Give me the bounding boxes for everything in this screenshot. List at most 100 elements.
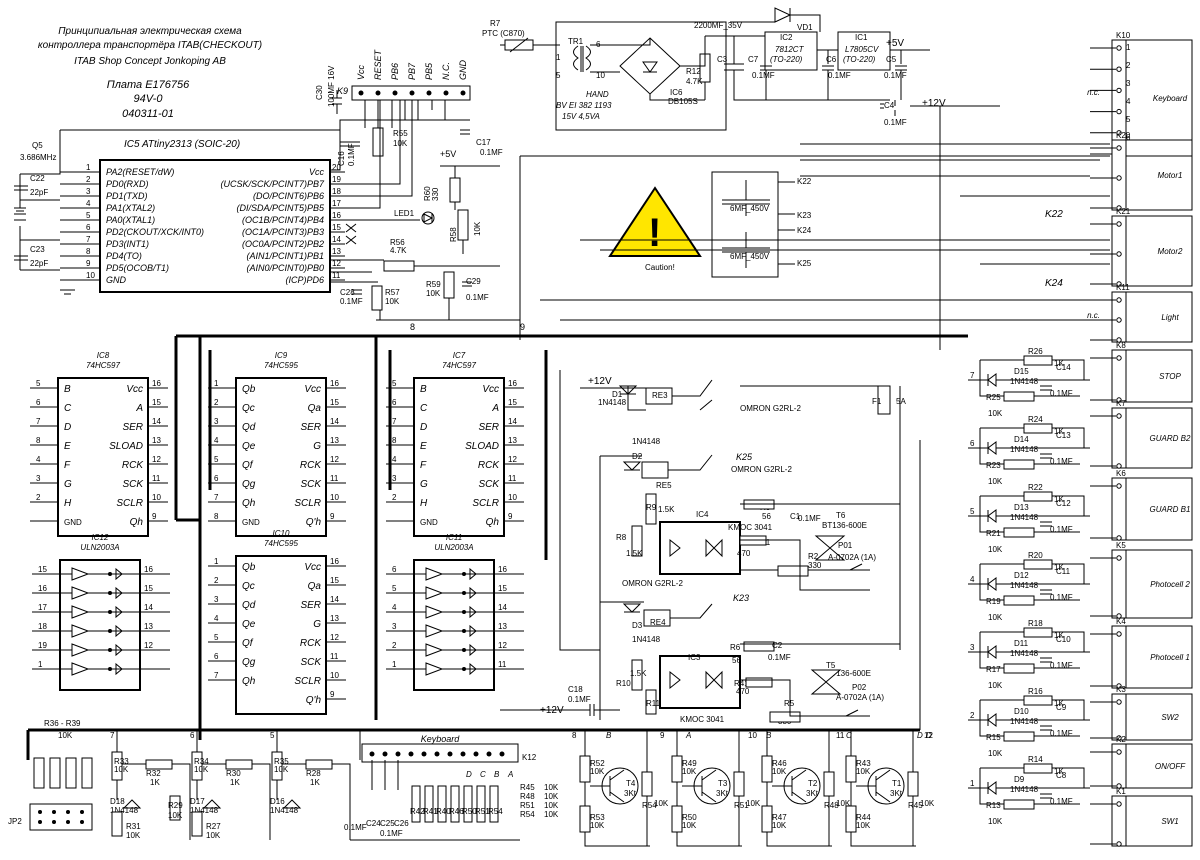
bottom-r2-value: 1K xyxy=(150,778,160,787)
ic7-rpin-num: 9 xyxy=(508,512,513,521)
input-diode-value: 1N4148 xyxy=(1010,717,1039,726)
conn-pin-num: 5 xyxy=(1126,115,1131,124)
supply-5v-label: +5V xyxy=(886,38,904,49)
input-section: 7R261KD151N4148C140.1MFR2510K6R241KD141N… xyxy=(968,347,1090,826)
ic10-rpin-name: Q'h xyxy=(306,695,322,706)
r41-label: R41 xyxy=(734,679,749,688)
c6-value: 0.1MF xyxy=(828,71,851,80)
c5-label: C5 xyxy=(886,55,897,64)
conn-K3-name: SW2 xyxy=(1161,713,1179,722)
bus-number-8: 8 xyxy=(410,322,415,332)
mcu-right-pin-name: (OC1B/PCINT4)PB4 xyxy=(242,215,324,225)
tr-note1: HAND xyxy=(586,90,609,99)
input-pin-num: 4 xyxy=(970,575,975,584)
ic8-lpin-num: 5 xyxy=(36,379,41,388)
input-r2-label: R23 xyxy=(986,461,1001,470)
input-cap-value: 0.1MF xyxy=(1050,389,1073,398)
ic9-lpin-name: Qd xyxy=(242,422,256,433)
ic11-lpin: 2 xyxy=(392,641,397,650)
ic10-lpin-name: Qf xyxy=(242,638,254,649)
q5-freq: 3.686MHz xyxy=(20,153,56,162)
ic10-rpin-name: SCK xyxy=(300,657,322,668)
d3-value: 1N4148 xyxy=(632,635,661,644)
conn-pin-num: 4 xyxy=(1126,97,1131,106)
mcu-right-pin-num: 14 xyxy=(332,235,341,244)
mcu-left-pin-name: GND xyxy=(106,275,127,285)
t5-value: BT136-600E xyxy=(826,669,871,678)
ic7-rpin-name: A xyxy=(491,403,499,414)
ic8-74hc597: IC874HC5975B6C7D8E4F3G2HGND16Vcc15A14SER… xyxy=(30,351,168,537)
mcu-right-pin-name: Vcc xyxy=(309,167,325,177)
ic7-rpin-num: 10 xyxy=(508,493,517,502)
bank-re-label: R45 xyxy=(908,801,923,810)
re3-type: OMRON G2RL-2 xyxy=(740,404,801,413)
conn-K10-label: K10 xyxy=(1116,31,1131,40)
bank-pin-num: 9 xyxy=(660,731,665,740)
ic10-lpin-num: 3 xyxy=(214,595,219,604)
ic9-lpin-name: GND xyxy=(242,518,260,527)
mcu-left-pin-num: 10 xyxy=(86,271,95,280)
bottom-r2-label: R30 xyxy=(226,769,241,778)
mcu-left-pin-num: 2 xyxy=(86,175,91,184)
p01-label: P01 xyxy=(838,541,853,550)
ic10-lpin-name: Qg xyxy=(242,657,256,668)
isp-pin-dot xyxy=(460,90,466,96)
r7-label: R7 xyxy=(490,19,501,28)
bottom-r1-value: 10K xyxy=(274,765,289,774)
ic8-lpin-name: F xyxy=(64,460,71,471)
input-r2-value: 10K xyxy=(988,545,1003,554)
ic9-lpin-name: Qe xyxy=(242,441,256,452)
ic10-rpin-name: Qa xyxy=(308,581,322,592)
input-diode-label: D15 xyxy=(1014,367,1029,376)
ic9-lpin-num: 1 xyxy=(214,379,219,388)
conn-K3-label: K3 xyxy=(1116,685,1126,694)
bottom-r1-label: R33 xyxy=(114,757,129,766)
bank-transistor-label: T3 xyxy=(718,779,728,788)
d1-value: 1N4148 xyxy=(598,398,627,407)
ic9-lpin-name: Qg xyxy=(242,479,256,490)
ic9-lpin-num: 5 xyxy=(214,455,219,464)
power-supply: R7 PTC (C870) TR1 6 1 5 10 HAND BV EI 38… xyxy=(482,7,1000,131)
bank-ra-label: R46 xyxy=(772,759,787,768)
ic7-lpin-num: 5 xyxy=(392,379,397,388)
kb-resistor-label: R51 xyxy=(475,807,490,816)
ic10-lpin-num: 7 xyxy=(214,671,219,680)
ic7-lpin-name: H xyxy=(420,498,428,509)
ic10-lpin-num: 6 xyxy=(214,652,219,661)
ic9-rpin-num: 12 xyxy=(330,455,339,464)
tr-pin1: 1 xyxy=(556,53,561,62)
mcu-passives: C30 100MF 16V C16 0.1MF R55 10K C17 0.1M… xyxy=(59,65,521,340)
ic10-rpin-name: SCLR xyxy=(294,676,321,687)
mcu-right-pin-name: (AIN1/PCINT1)PB1 xyxy=(246,251,324,261)
input-r1-value: 1K xyxy=(1054,563,1064,572)
c17-label: C17 xyxy=(476,138,491,147)
input-diode-label: D13 xyxy=(1014,503,1029,512)
ic9-rpin-num: 13 xyxy=(330,436,339,445)
board-code: 040311-01 xyxy=(122,108,174,120)
input-cap-value: 0.1MF xyxy=(1050,593,1073,602)
input-cap-label: C8 xyxy=(1056,771,1067,780)
p01-value: A-0702A (1A) xyxy=(828,553,876,562)
ic8-rpin-name: SCLR xyxy=(116,498,143,509)
input-diode-value: 1N4148 xyxy=(1010,581,1039,590)
conn-K5-label: K5 xyxy=(1116,541,1126,550)
bank-pin-num: 11 xyxy=(836,731,845,740)
ic10-rpin-num: 16 xyxy=(330,557,339,566)
kb-resistor-label: R41 xyxy=(423,807,438,816)
input-r2-value: 10K xyxy=(988,681,1003,690)
bank-ra-label: R49 xyxy=(682,759,697,768)
ic9-lpin-num: 2 xyxy=(214,398,219,407)
input-r1-label: R24 xyxy=(1028,415,1043,424)
ic9-lpin-num: 8 xyxy=(214,512,219,521)
conn-K21-label: K21 xyxy=(1116,207,1131,216)
ic9-lpin-num: 7 xyxy=(214,493,219,502)
ic7-rpin-name: RCK xyxy=(478,460,500,471)
r7-value: PTC (C870) xyxy=(482,29,525,38)
t5-label: T5 xyxy=(826,661,836,670)
bank-ra-value: 10K xyxy=(772,767,787,776)
tr-pin10: 10 xyxy=(596,71,605,80)
